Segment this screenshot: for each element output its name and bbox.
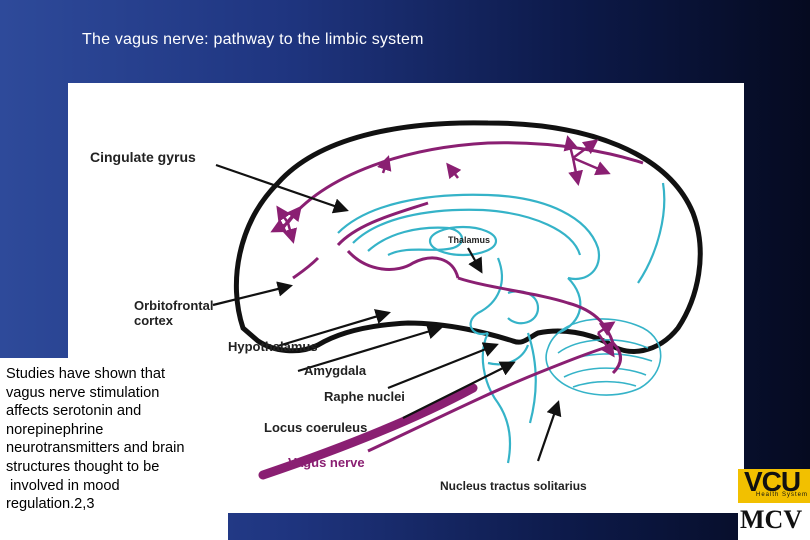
logo-sub-text: Health System <box>756 492 809 498</box>
brain-outline <box>233 120 703 354</box>
label-nucleus-tractus-solitarius: Nucleus tractus solitarius <box>440 479 587 493</box>
label-hypothalamus: Hypothalamus <box>228 339 318 354</box>
logo-mcv-text: MCV <box>740 505 803 534</box>
label-raphe-nuclei: Raphe nuclei <box>324 389 405 404</box>
caption-text: Studies have shown that vagus nerve stim… <box>0 358 228 540</box>
label-arrows <box>212 163 562 462</box>
logo-top-band: VCU Health System <box>738 469 810 503</box>
label-cingulate-gyrus: Cingulate gyrus <box>90 149 196 165</box>
vagus-pathways <box>281 141 644 453</box>
label-cortex: cortex <box>134 313 174 328</box>
slide-title: The vagus nerve: pathway to the limbic s… <box>82 31 424 48</box>
vagus-nerve-trunk <box>258 383 478 480</box>
label-amygdala: Amygdala <box>304 363 367 378</box>
brain-illustration <box>212 120 703 480</box>
pathway-arrows <box>270 135 616 358</box>
label-locus-coeruleus: Locus coeruleus <box>264 420 368 435</box>
label-vagus-nerve: Vagus nerve <box>288 455 365 470</box>
label-thalamus: Thalamus <box>448 235 491 245</box>
logo-vcu-text: VCU <box>744 469 801 497</box>
label-orbitofrontal: Orbitofrontal <box>134 298 214 313</box>
vcu-mcv-logo: VCU Health System MCV <box>738 469 810 540</box>
